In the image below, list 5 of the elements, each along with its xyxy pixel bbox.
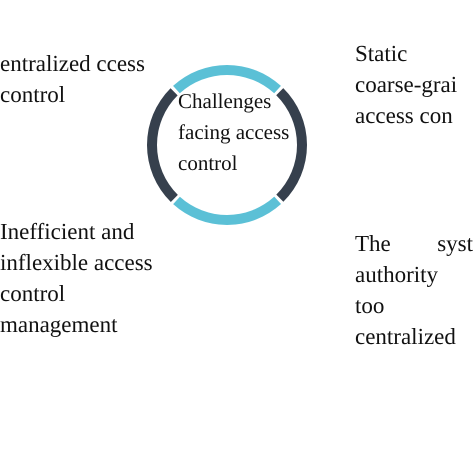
challenge-text: The syst authority too centralized bbox=[355, 230, 473, 351]
node-text: Challenges facing access control bbox=[178, 88, 290, 177]
challenge-text: entralized ccess control bbox=[0, 50, 146, 109]
challenge-text: Inefficient and inflexible access control management bbox=[0, 218, 154, 339]
challenge-text: Static coarse-grai access con bbox=[355, 40, 458, 130]
